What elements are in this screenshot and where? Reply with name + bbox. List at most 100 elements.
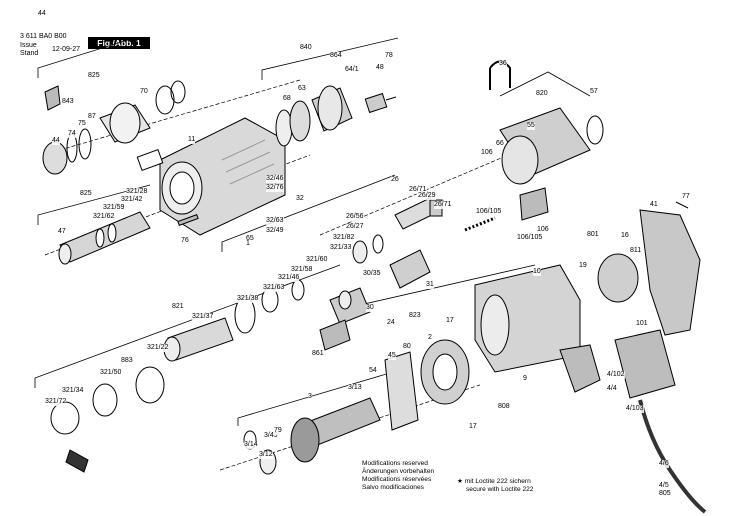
chuck-spring-2 [170,80,186,104]
mods-line-4: Salvo modificaciones [362,484,424,491]
gear-case-rear [489,60,604,221]
part-label: 864 [330,52,342,60]
bracket-840 [261,37,399,80]
gear-housing-bore [169,171,195,205]
part-label: 11 [188,136,196,144]
chuck-spring [155,85,175,115]
ring-321-59 [107,223,117,243]
part-label: 87 [88,113,96,121]
part-label: 26 [391,176,399,184]
bearing-63 [289,100,311,142]
part-label: 101 [636,320,648,328]
part-label: 36 [499,60,507,68]
part-label: 17 [446,317,454,325]
part-label: 48 [376,64,384,72]
ring-26-56 [372,234,384,254]
part-label: 3 [308,393,312,401]
part-label: 321/82 [333,234,355,242]
bearing-26-27 [352,240,368,264]
bracket-825-top [37,39,129,78]
part-label: 26/27 [346,223,364,231]
armature-fan [290,417,320,463]
part-label: 17 [469,423,477,431]
clutch-ring [317,85,343,131]
part-label: 31 [426,281,434,289]
part-label: 47 [58,228,66,236]
part-label: 4/103 [626,405,644,413]
part-label: 16 [621,232,629,240]
mods-line-3: Modifications réservées [362,476,432,483]
part-label: 821 [172,303,184,311]
part-label: 26/71 [409,186,427,194]
part-label: 321/37 [192,313,214,321]
loctite-line-2: secure with Loctite 222 [466,486,534,493]
mods-line-2: Änderungen vorbehalten [362,468,435,475]
brush-and-handle [597,201,707,514]
part-label: 321/59 [103,204,125,212]
part-label: 26/56 [346,213,364,221]
part-label: 76 [181,237,189,245]
part-label: 3/14 [244,441,258,449]
part-label: 32/46 [266,175,284,183]
gear-small [338,290,352,310]
part-label: 32/76 [266,184,284,192]
part-label: 3/49 [264,432,278,440]
part-label: 66 [496,140,504,148]
part-label: 4/102 [607,371,625,379]
loctite-note: ★ mit Loctite 222 sichern secure with Lo… [457,478,533,494]
part-label: 10 [533,268,541,276]
part-label: 321/38 [237,295,259,303]
part-label: 41 [650,201,658,209]
part-label: 63 [298,85,306,93]
switch-4 [614,329,676,399]
part-label: 57 [590,88,598,96]
part-label: 321/58 [291,266,313,274]
bracket-820 [499,71,591,97]
part-label: 79 [274,427,282,435]
doc-number: 3 611 BA0 B00 [20,33,67,40]
lever-48 [364,92,388,114]
part-label: 32/63 [266,217,284,225]
part-label: 24 [387,319,395,327]
part-label: 30/35 [363,270,381,278]
part-label: 3/12 [259,451,273,459]
crank-assembly [319,287,371,351]
part-label: 75 [78,120,86,128]
ring-321-50 [92,383,118,417]
part-label: 808 [498,403,510,411]
part-label: 55 [527,122,535,130]
ring-321-62 [95,228,105,248]
part-label: 843 [62,98,74,106]
screw-78 [385,96,397,101]
part-label: 64/1 [345,66,359,74]
part-label: 9 [523,375,527,383]
brush-holder-19 [597,253,639,303]
handle-grip-9 [559,344,601,393]
part-label: 823 [409,312,421,320]
gear-case-ring-66 [501,135,539,185]
bearing-plate-861 [319,319,351,351]
part-label: 32/49 [266,227,284,235]
part-label: 321/62 [93,213,115,221]
bracket-3 [237,369,401,426]
part-label: 321/28 [126,188,148,196]
handle-shell-41 [639,209,701,336]
part-label: 106/105 [476,208,502,216]
part-label: 80 [403,343,411,351]
switch-plate-106 [519,187,549,221]
bracket-26 [221,174,396,252]
part-label: 106 [537,226,549,234]
part-label: 26/29 [418,192,436,200]
part-label: 44 [38,10,46,18]
pin-76 [177,214,199,226]
part-label: 840 [300,44,312,52]
part-label: 321/22 [147,344,169,352]
part-label: 106/105 [517,234,543,242]
field-coil-bore [432,353,458,391]
part-label: 26/71 [434,201,452,209]
issue-label-line1: Issue [20,42,37,49]
mods-line-1: Modifications reserved [362,460,428,467]
part-label: 321/63 [263,284,285,292]
